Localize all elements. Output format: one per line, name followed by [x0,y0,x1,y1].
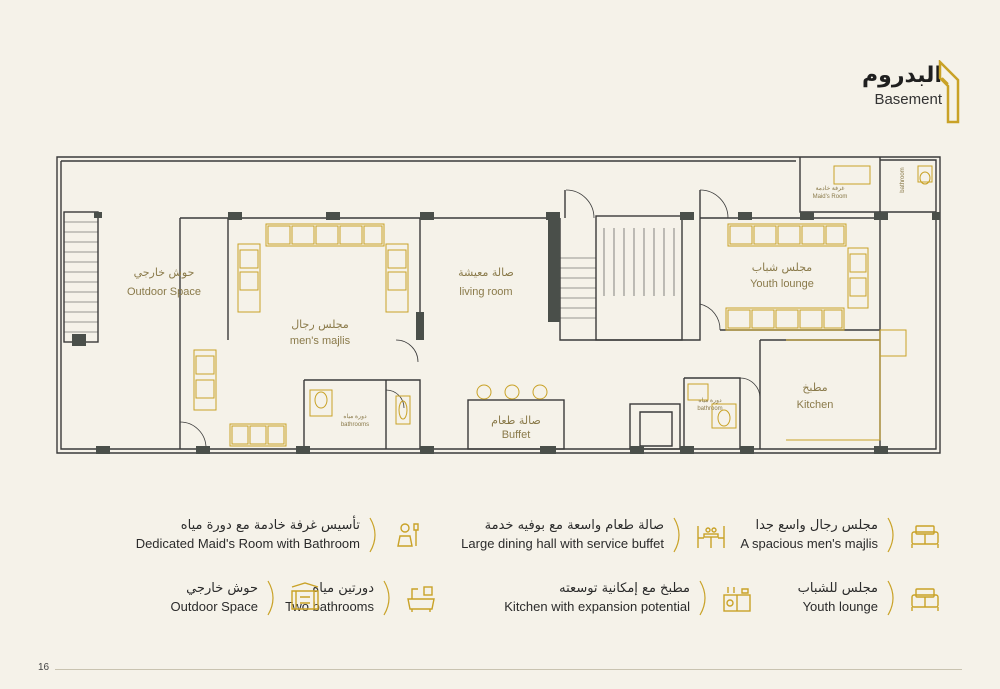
separator-arc-icon [699,580,706,616]
separator-arc-icon [369,517,376,553]
separator-arc-icon [267,580,274,616]
page-title-arabic: البدروم [862,63,942,88]
feature-spacious-majlis: مجلس رجال واسع جدا A spacious men's majl… [740,516,942,554]
room-label-living-en: living room [459,286,512,298]
feature-label-en: Outdoor Space [170,599,258,614]
page-header: البدروم Basement [862,62,942,110]
feature-label-ar: حوش خارجي [186,581,258,596]
room-label-outdoor-ar: حوش خارجي [134,266,195,279]
feature-label-en: Large dining hall with service buffet [461,536,664,551]
bathtub-icon [407,586,435,612]
room-label-bathrooms-en: bathrooms [341,422,369,428]
feature-maids-room: تأسيس غرفة خادمة مع دورة مياه Dedicated … [136,516,424,554]
feature-outdoor-space: حوش خارجي Outdoor Space [171,579,322,617]
separator-arc-icon [383,580,390,616]
room-label-living-ar: صالة معيشة [458,266,514,279]
sofa-icon [911,525,939,548]
room-label-majlis-ar: مجلس رجال [291,318,349,331]
dining-table-icon [697,526,725,548]
feature-kitchen: مطبخ مع إمكانية توسعته Kitchen with expa… [504,579,754,617]
room-label-buffet-ar: صالة طعام [491,414,541,427]
room-label-youth-ar: مجلس شباب [752,261,813,274]
separator-arc-icon [887,517,894,553]
room-label-kitchen-en: Kitchen [797,399,834,411]
footer-rule [38,669,962,670]
kitchen-icon [723,587,751,612]
feature-label-ar: مجلس رجال واسع جدا [755,518,878,533]
room-label-kitchen-ar: مطبخ [802,381,827,394]
page-title-english: Basement [874,91,942,108]
feature-dining-hall: صالة طعام واسعة مع بوفيه خدمة Large dini… [461,516,728,554]
room-label-maid-bath-en: bathroom [900,167,906,192]
room-label-outdoor-en: Outdoor Space [127,286,201,298]
room-label-kitchen-bath-en: bathroom [697,406,722,412]
feature-label-en: Dedicated Maid's Room with Bathroom [135,536,360,551]
room-label-buffet-en: Buffet [502,429,531,441]
feature-label-ar: تأسيس غرفة خادمة مع دورة مياه [180,518,360,533]
page-number: 16 [38,662,56,673]
feature-label-ar: دورتين مياه [312,581,374,596]
feature-label-ar: مجلس للشباب [797,581,878,596]
feature-youth-lounge: مجلس للشباب Youth lounge [798,579,942,617]
sofa-icon [911,588,939,611]
room-label-bathrooms-ar: دورة مياه [343,413,367,420]
brand-logo-icon [938,60,960,124]
room-label-majlis-en: men's majlis [290,335,351,347]
feature-label-en: Youth lounge [802,599,878,614]
courtyard-icon [291,582,319,610]
feature-label-ar: صالة طعام واسعة مع بوفيه خدمة [484,518,664,533]
room-label-maid-ar: غرفة خادمة [816,185,845,192]
separator-arc-icon [673,517,680,553]
room-label-kitchen-bath-ar: دورة مياه [698,397,722,404]
room-label-youth-en: Youth lounge [750,278,814,290]
maid-icon [397,523,419,547]
room-label-maid-en: Maid's Room [813,194,848,200]
feature-label-en: Kitchen with expansion potential [504,599,690,614]
feature-label-ar: مطبخ مع إمكانية توسعته [559,581,690,596]
separator-arc-icon [887,580,894,616]
feature-label-en: A spacious men's majlis [740,536,878,551]
